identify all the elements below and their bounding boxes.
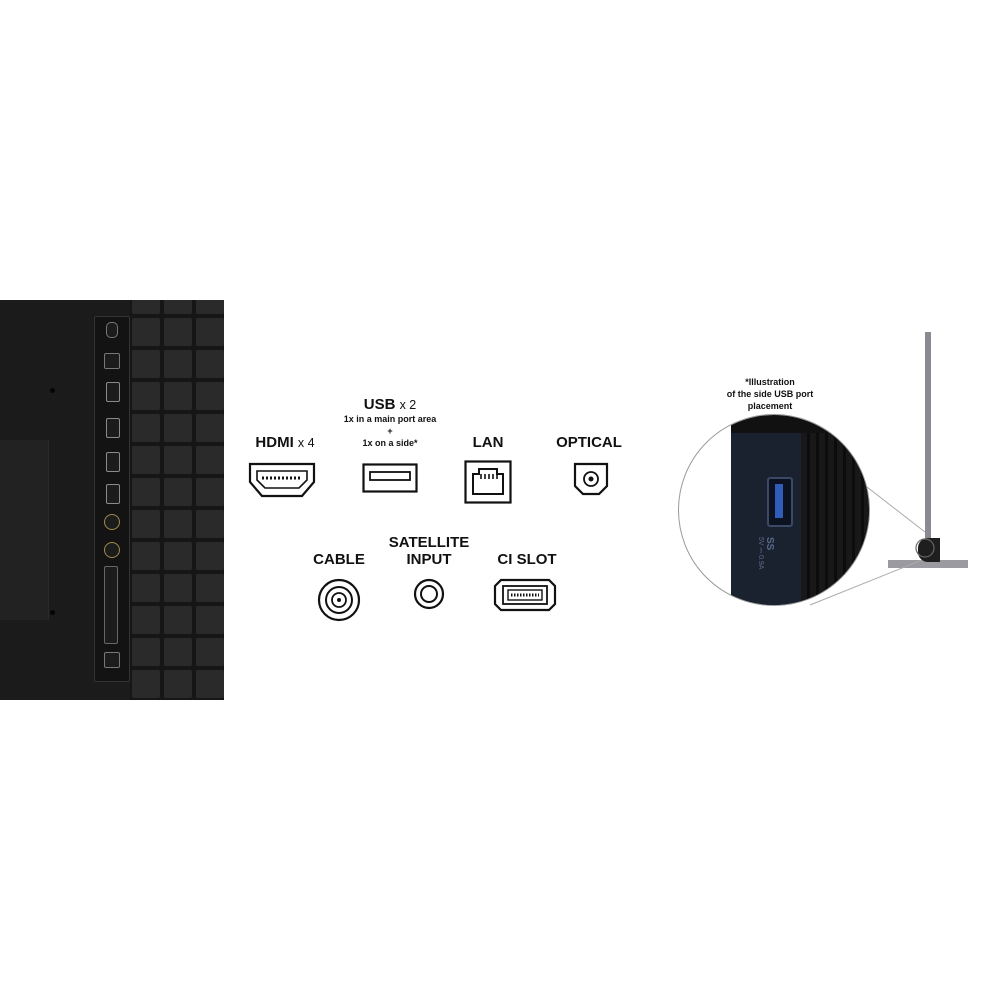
tv-stand-base [888, 560, 968, 568]
lan-icon [464, 460, 512, 504]
hdmi-port [106, 452, 120, 472]
vent-cell [132, 318, 160, 346]
vent-cell [132, 300, 160, 314]
tv-side-profile [925, 332, 931, 542]
usb-note: 1x in a main port area + 1x on a side* [343, 414, 437, 448]
satellite-icon [413, 578, 445, 610]
usb-port-tongue [775, 484, 783, 518]
usb-rating: 5V ⎓ 0.9A [757, 537, 764, 570]
vent-cell [164, 446, 192, 474]
vent-cell [132, 638, 160, 666]
hdmi-icon [248, 462, 316, 498]
vent-cell [196, 510, 224, 538]
hdmi-port [106, 382, 120, 402]
vent-cell [164, 638, 192, 666]
usb-icon [362, 463, 418, 493]
vent-cell [164, 510, 192, 538]
hdmi-port [106, 418, 120, 438]
vent-cell [164, 478, 192, 506]
satellite-port [104, 542, 120, 558]
optical-label: OPTICAL [556, 434, 622, 451]
side-usb-port [767, 477, 793, 527]
cable-label: CABLE [313, 551, 365, 568]
screw-icon [50, 610, 55, 615]
vent-cell [164, 300, 192, 314]
lan-label: LAN [472, 434, 504, 451]
vent-cell [196, 300, 224, 314]
zoom-vent [801, 433, 869, 605]
vent-cell [132, 414, 160, 442]
vent-cell [196, 350, 224, 378]
vent-cell [132, 542, 160, 570]
tv-vent-grill [130, 300, 224, 700]
zoom-magnifier: SS 5V ⎓ 0.9A [678, 414, 870, 606]
vent-cell [196, 542, 224, 570]
ci-slot-port [104, 566, 118, 644]
illustration-note: *Illustration of the side USB port place… [726, 377, 814, 411]
vent-cell [196, 574, 224, 602]
vent-cell [132, 446, 160, 474]
vent-cell [132, 478, 160, 506]
tv-recess-panel [0, 440, 49, 620]
hdmi-label: HDMI x 4 [255, 434, 315, 451]
vent-cell [132, 350, 160, 378]
vent-cell [164, 670, 192, 698]
vent-cell [164, 606, 192, 634]
vent-cell [196, 606, 224, 634]
vent-cell [164, 350, 192, 378]
cable-icon [317, 578, 361, 622]
vent-cell [196, 318, 224, 346]
vent-cell [132, 510, 160, 538]
satellite-label: SATELLITE INPUT [388, 534, 470, 568]
vent-cell [132, 382, 160, 410]
vent-cell [196, 478, 224, 506]
vent-cell [132, 670, 160, 698]
tv-stand-neck [918, 538, 940, 562]
ci-slot-icon [493, 578, 557, 612]
lan-port [104, 353, 120, 369]
hdmi-port [106, 484, 120, 504]
usb-port [106, 322, 118, 338]
vent-cell [196, 638, 224, 666]
optical-port [104, 652, 120, 668]
vent-cell [196, 382, 224, 410]
vent-cell [132, 574, 160, 602]
usb-label: USB x 2 [363, 396, 417, 413]
vent-cell [132, 606, 160, 634]
usb-marking: SS [764, 537, 775, 551]
vent-cell [164, 574, 192, 602]
vent-cell [196, 670, 224, 698]
vent-cell [164, 542, 192, 570]
cable-port [104, 514, 120, 530]
vent-cell [164, 414, 192, 442]
vent-cell [164, 382, 192, 410]
vent-cell [196, 414, 224, 442]
vent-cell [164, 318, 192, 346]
vent-cell [196, 446, 224, 474]
ci-slot-label: CI SLOT [497, 551, 557, 568]
screw-icon [50, 388, 55, 393]
optical-icon [573, 462, 609, 496]
